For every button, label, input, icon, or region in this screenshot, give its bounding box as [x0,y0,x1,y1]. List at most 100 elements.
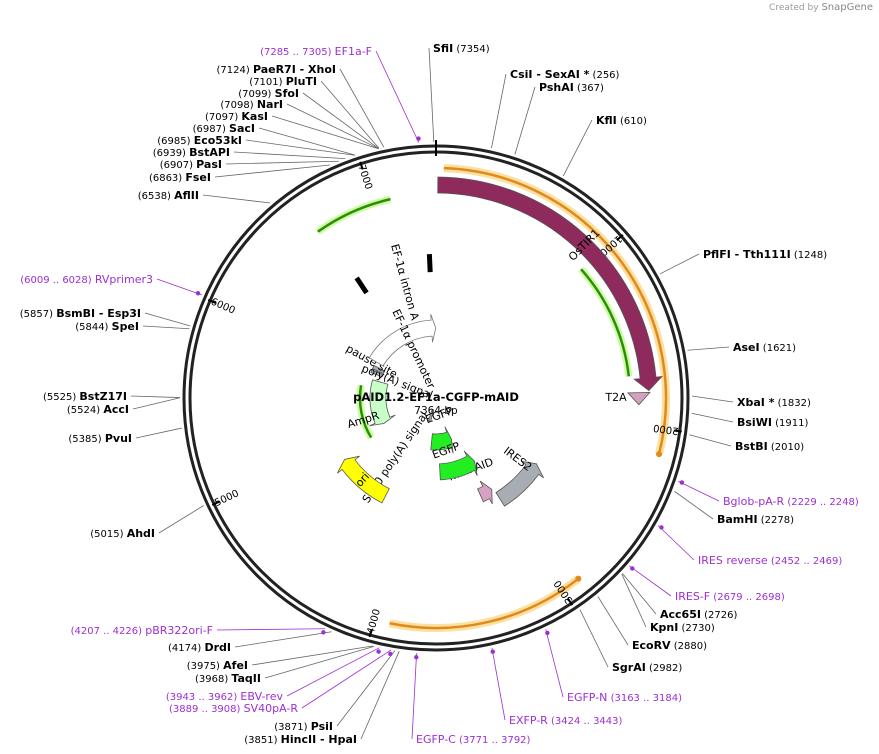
enzyme-label[interactable]: (5844) SpeI [75,320,139,333]
enzyme-label[interactable]: BamHI (2278) [717,513,794,526]
enzyme-label-text: CsiI - SexAI * (256) [510,68,620,81]
enzyme-label[interactable]: PflFI - Tth111I (1248) [703,248,827,261]
enzyme-label-text: (5844) SpeI [75,320,139,333]
enzyme-label[interactable]: (6907) PasI [160,158,222,171]
enzyme-label[interactable]: (7101) PluTI [249,75,317,88]
enzyme-label[interactable]: (5525) BstZ17I [43,390,127,403]
feature-ires2 [495,460,544,507]
primer-label[interactable]: (4207 .. 4226) pBR322ori-F [71,624,213,637]
enzyme-label[interactable]: SfiI (7354) [433,42,490,55]
enzyme-label[interactable]: (6863) FseI [149,171,211,184]
feature-ori [337,455,390,504]
enzyme-label[interactable]: (5385) PvuI [68,432,132,445]
enzyme-label[interactable]: (3975) AfeI [187,659,248,672]
feature-ampr [369,379,396,427]
enzyme-label[interactable]: XbaI * (1832) [737,396,811,409]
primer-marker [490,649,495,654]
enzyme-label[interactable]: (6939) BstAPI [153,146,230,159]
primer-label[interactable]: EXFP-R (3424 .. 3443) [509,714,623,727]
enzyme-label[interactable]: PshAI (367) [539,81,604,94]
enzyme-label[interactable]: KflI (610) [596,114,647,127]
enzyme-label[interactable]: (7097) KasI [205,110,268,123]
site-leader [336,650,396,727]
feature-ef-1-intron-a-end [426,254,433,273]
site-leader [339,68,385,148]
enzyme-label[interactable]: (3871) PsiI [274,720,333,733]
primer-label[interactable]: (7285 .. 7305) EF1a-F [260,45,372,58]
backbone-tick-label: 2000 [653,422,680,436]
primer-label[interactable]: IRES reverse (2452 .. 2469) [698,554,842,567]
site-labels: SfiI (7354) CsiI - SexAI * (256)PshAI (36… [20,42,859,746]
site-leader [375,50,420,143]
enzyme-label[interactable]: (4174) DrdI [168,641,231,654]
enzyme-label[interactable]: CsiI - SexAI * (256) [510,68,620,81]
enzyme-label[interactable]: (6985) Eco53kI [157,134,242,147]
primer-highlight-glow [388,575,581,632]
site-leader [301,649,392,709]
primer-marker [630,566,635,571]
enzyme-label[interactable]: (5015) AhdI [90,527,155,540]
enzyme-label-text: (5857) BsmBI - Esp3I [20,307,141,320]
enzyme-label[interactable]: (6538) AflII [138,189,199,202]
enzyme-label[interactable]: (3968) TaqII [195,672,261,685]
site-leader [158,505,204,534]
enzyme-label-text: (4174) DrdI [168,641,231,654]
primer-label[interactable]: IRES-F (2679 .. 2698) [675,590,785,603]
enzyme-label-text: (7098) NarI [220,98,283,111]
enzyme-label-text: (6939) BstAPI [153,146,230,159]
site-leader [597,596,629,646]
site-leader [233,151,346,160]
enzyme-label[interactable]: SgrAI (2982) [612,661,682,674]
primer-label[interactable]: EGFP-N (3163 .. 3184) [567,691,682,704]
enzyme-label[interactable]: (5857) BsmBI - Esp3I [20,307,141,320]
primer-label[interactable]: (3943 .. 3962) EBV-rev [166,690,284,703]
primer-highlight-tip [656,451,663,458]
primer-label-text: IRES reverse (2452 .. 2469) [698,554,842,567]
primer-label[interactable]: (3889 .. 3908) SV40pA-R [169,702,298,715]
primer-marker [195,291,201,296]
site-leader [689,434,732,447]
enzyme-label[interactable]: BstBI (2010) [735,440,804,453]
enzyme-label[interactable]: (5524) AccI [67,403,129,416]
feature-ef-1-intron-a-start [354,276,369,295]
site-leader [659,253,700,275]
primer-marker [321,630,326,635]
site-leader [271,115,379,149]
enzyme-label-text: Acc65I (2726) [660,608,737,621]
enzyme-label[interactable]: (7099) SfoI [238,87,299,100]
site-leader [621,573,647,628]
enzyme-label[interactable]: (7124) PaeR7I - XhoI [217,63,337,76]
feature-ostir1 [437,176,663,392]
enzyme-label[interactable]: EcoRV (2880) [632,639,707,652]
site-leader [677,480,720,502]
site-leader [142,325,190,330]
primer-label-text: (4207 .. 4226) pBR322ori-F [71,624,213,637]
enzyme-label[interactable]: (6987) SacI [193,122,255,135]
site-leader [360,651,400,740]
site-leader [491,73,507,149]
enzyme-label-text: (6985) Eco53kI [157,134,242,147]
enzyme-label-text: (7124) PaeR7I - XhoI [217,63,337,76]
site-leader [320,80,380,149]
enzyme-label[interactable]: KpnI (2730) [650,621,715,634]
enzyme-label[interactable]: BsiWI (1911) [737,416,808,429]
plasmid-name: pAID1.2-EF1a-CGFP-mAID [353,390,519,404]
enzyme-label[interactable]: (3851) HincII - HpaI [244,733,357,746]
enzyme-label[interactable]: AseI (1621) [733,341,796,354]
site-leader [562,119,593,177]
enzyme-label[interactable]: (7098) NarI [220,98,283,111]
backbone-tick [673,429,682,433]
primer-label[interactable]: Bglob-pA-R (2229 .. 2248) [723,495,859,508]
site-leader [130,395,181,398]
enzyme-label-text: (7097) KasI [205,110,268,123]
primer-label[interactable]: (6009 .. 6028) RVprimer3 [20,273,153,286]
enzyme-label[interactable]: Acc65I (2726) [660,608,737,621]
enzyme-label-text: (5385) PvuI [68,432,132,445]
feature-label-t2a: T2A [604,391,627,404]
feature-poly-a-signal [370,369,384,378]
primer-label[interactable]: EGFP-C (3771 .. 3792) [416,733,531,746]
backbone-tick-label: 4000 [366,608,383,635]
primer-marker [414,655,419,660]
site-leader [687,346,730,351]
